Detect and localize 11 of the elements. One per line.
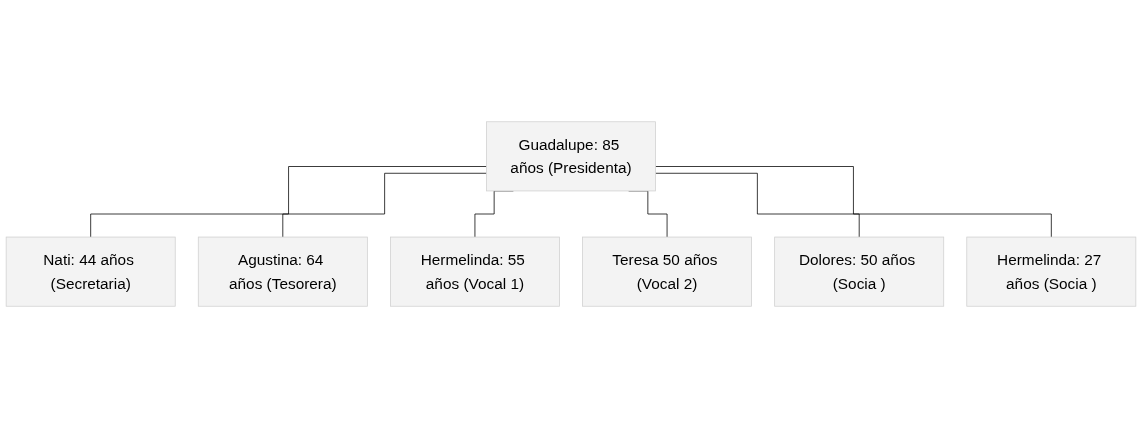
- node-box: Nati: 44 años (Secretaria): [5, 236, 176, 307]
- node-box: Dolores: 50 años (Socia ): [774, 236, 945, 307]
- connector: [655, 172, 860, 238]
- connector: [655, 166, 1052, 238]
- connector: [282, 172, 487, 238]
- node-box: Teresa 50 años (Vocal 2): [582, 236, 752, 307]
- node-box: Hermelinda: 27 años (Socia ): [966, 236, 1137, 307]
- node-box: Agustina: 64 años (Tesorera): [197, 236, 368, 307]
- connector: [90, 166, 487, 238]
- node-box: Guadalupe: 85 años (Presidenta): [486, 121, 656, 192]
- node-box: Hermelinda: 55 años (Vocal 1): [390, 236, 560, 307]
